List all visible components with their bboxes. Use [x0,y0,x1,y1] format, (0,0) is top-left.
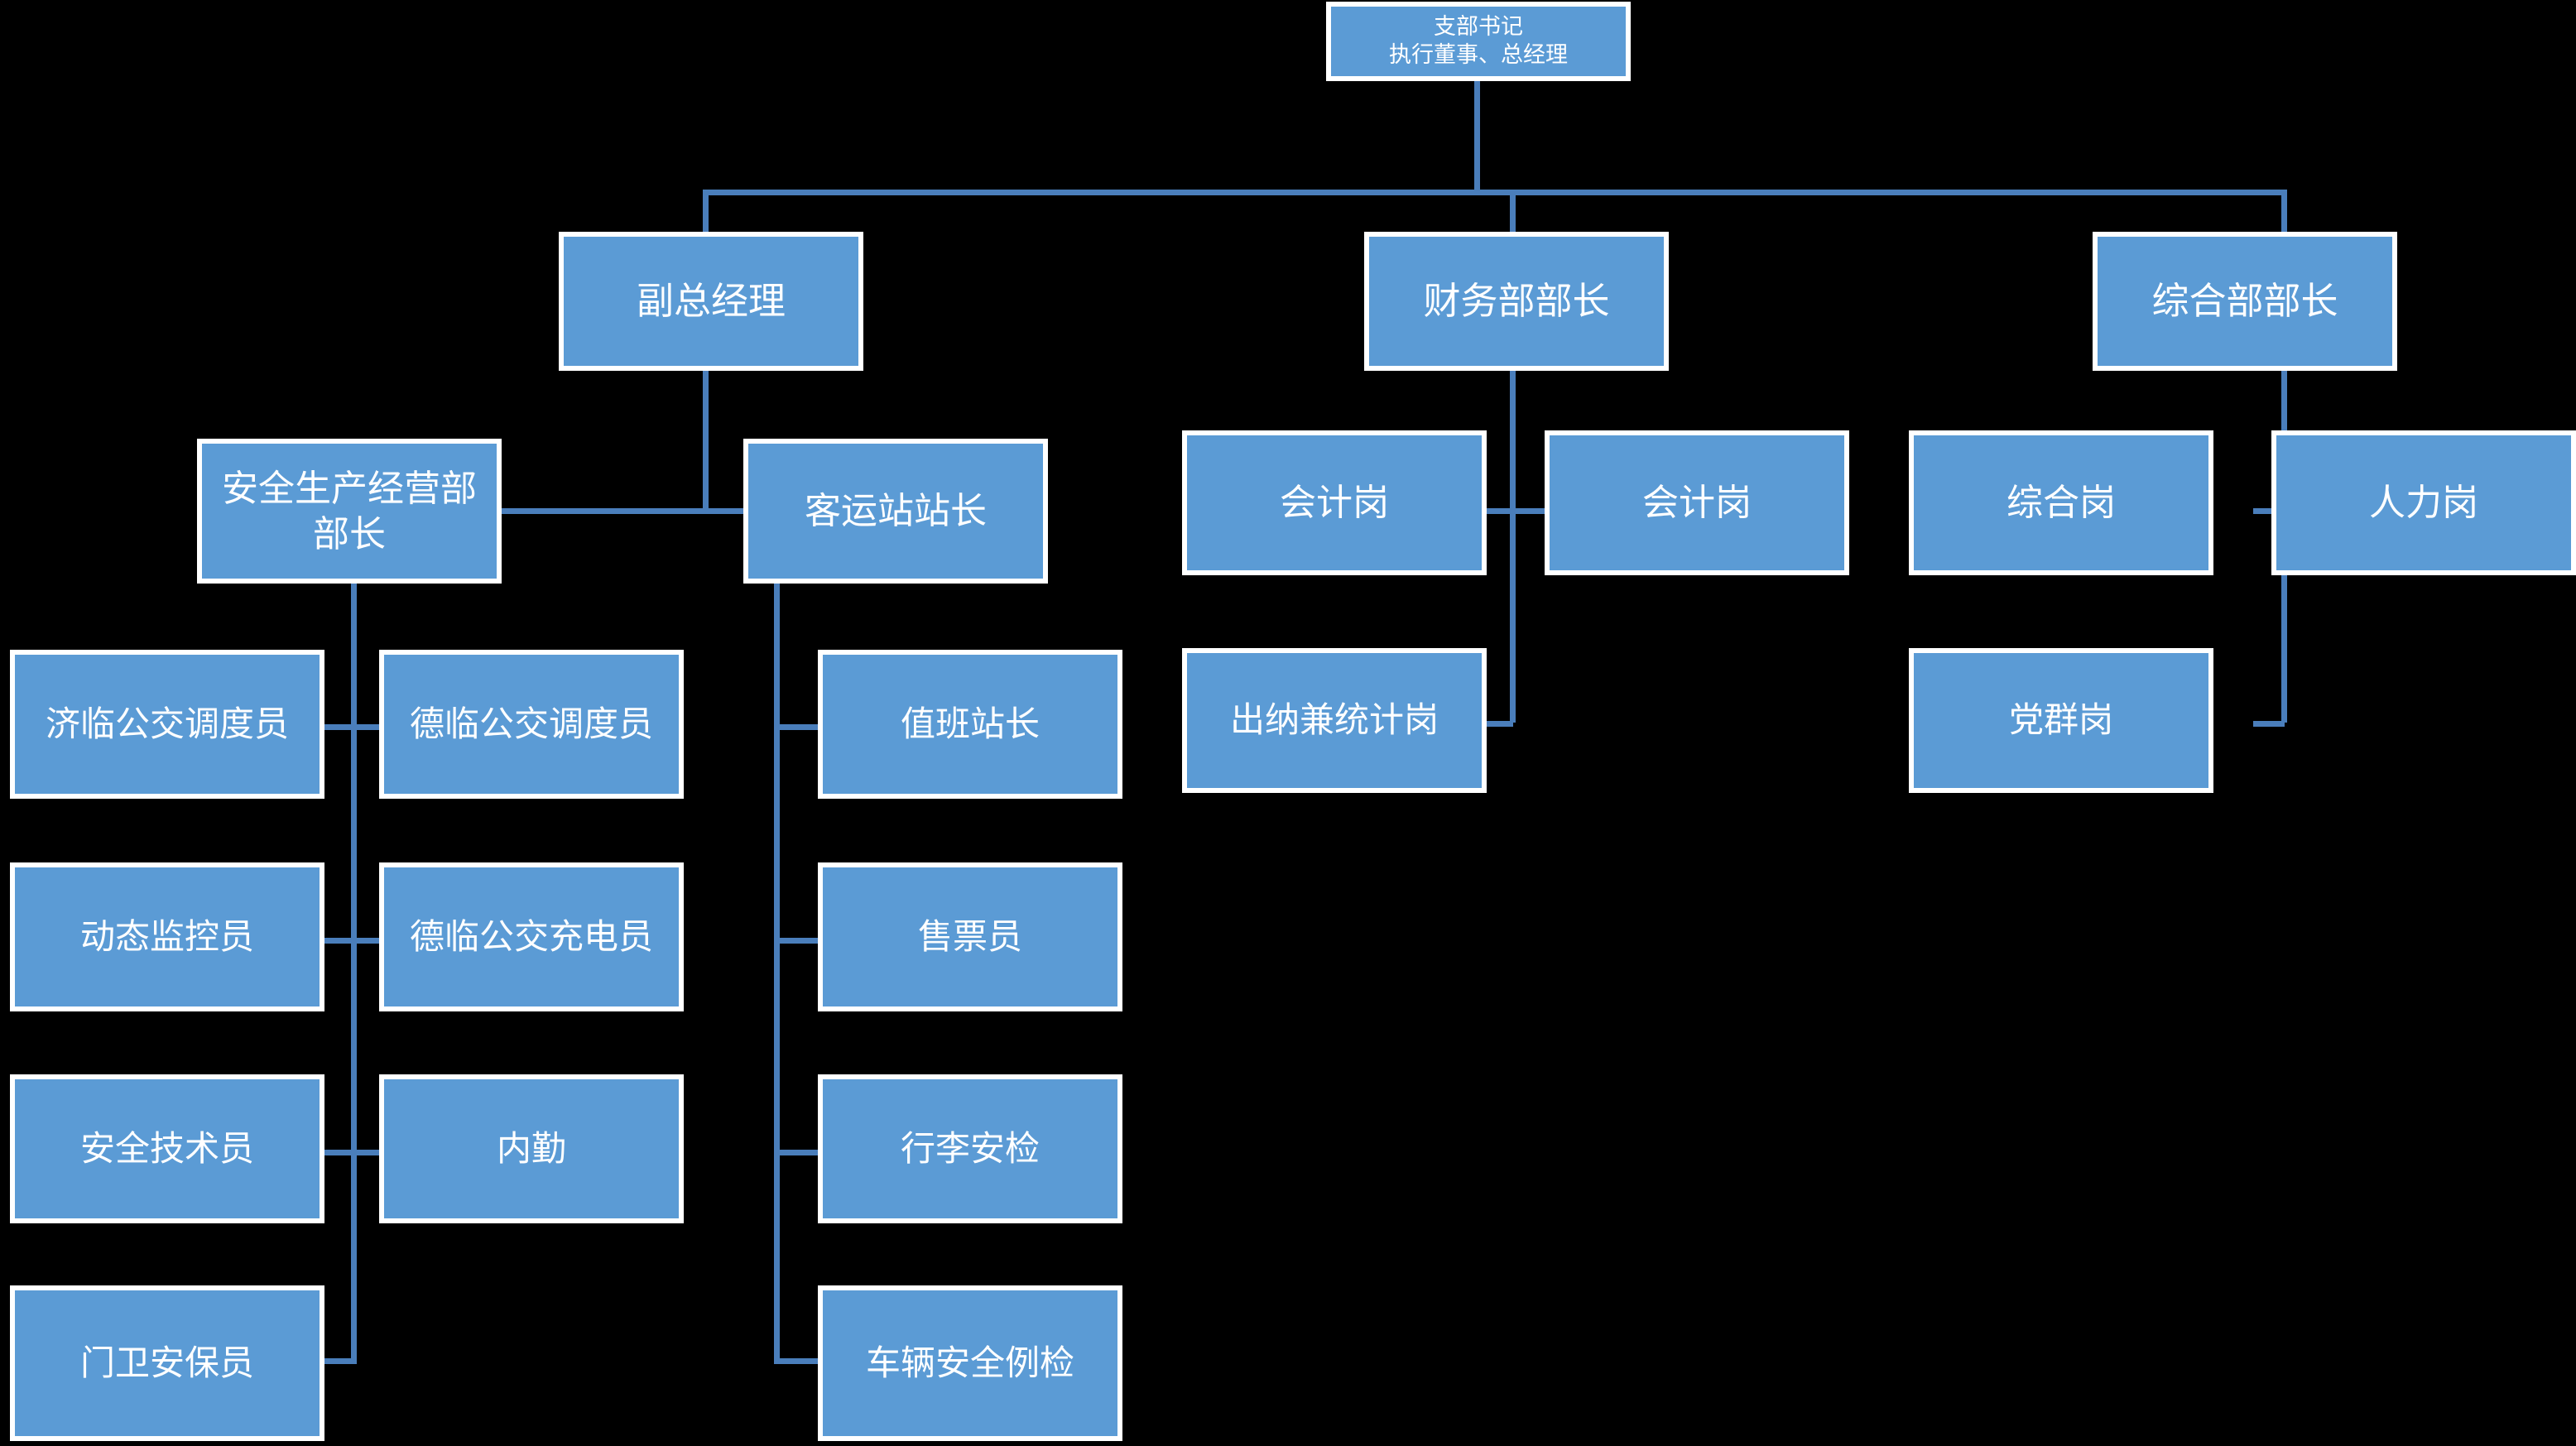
connector-finance-child-row [1482,508,1548,514]
node-finance-head[interactable]: 财务部部长 [1364,232,1669,371]
node-baggage-security-label: 行李安检 [900,1128,1040,1168]
node-hr-post-label: 人力岗 [2369,483,2478,523]
connector-drop-general-head [2281,190,2287,232]
node-root-label: 支部书记 执行董事、总经理 [1389,14,1568,67]
connector-station-child-2 [774,938,826,944]
node-cashier-stat[interactable]: 出纳兼统计岗 [1182,648,1487,793]
node-general-head[interactable]: 综合部部长 [2093,232,2397,371]
node-gate-guard-label: 门卫安保员 [79,1343,254,1382]
connector-root-stem [1474,79,1480,190]
node-finance-head-label: 财务部部长 [1423,279,1610,322]
node-delin-charger-label: 德临公交充电员 [409,916,653,956]
node-deputy-gm-label: 副总经理 [636,279,786,322]
node-general-head-label: 综合部部长 [2151,279,2338,322]
node-accountant-1-label: 会计岗 [1280,483,1389,523]
connector-finance-child-cashier [1482,721,1513,727]
connector-safety-child-4 [321,1358,354,1364]
connector-deputy-gm-branch [499,508,747,514]
node-office-clerk-label: 内勤 [496,1128,566,1168]
node-cashier-stat-label: 出纳兼统计岗 [1229,700,1439,740]
node-safety-dept-head-label: 安全生产经营部部长 [222,468,477,555]
node-safety-technician-label: 安全技术员 [79,1128,254,1168]
connector-station-child-1 [774,724,826,730]
connector-safety-dept-spine [351,584,357,1364]
connector-level2-bus [703,190,2287,195]
connector-general-child-party [2253,721,2285,727]
node-station-master[interactable]: 客运站站长 [743,439,1048,584]
node-ticket-seller-label: 售票员 [917,916,1022,956]
connector-drop-deputy-gm [703,190,709,232]
node-vehicle-safety-check[interactable]: 车辆安全例检 [818,1285,1122,1441]
node-dynamic-monitor[interactable]: 动态监控员 [10,862,324,1011]
node-hr-post[interactable]: 人力岗 [2271,430,2576,575]
node-ticket-seller[interactable]: 售票员 [818,862,1122,1011]
node-accountant-2-label: 会计岗 [1642,483,1752,523]
node-accountant-1[interactable]: 会计岗 [1182,430,1487,575]
node-duty-station-master-label: 值班站长 [900,704,1040,743]
connector-safety-child-1 [321,724,383,730]
node-office-clerk[interactable]: 内勤 [379,1074,684,1223]
connector-drop-finance-head [1510,190,1516,232]
node-party-post-label: 党群岗 [2008,700,2113,740]
connector-station-child-4 [774,1358,826,1364]
connector-finance-spine [1510,371,1516,723]
node-party-post[interactable]: 党群岗 [1909,648,2213,793]
node-general-post-label: 综合岗 [2006,483,2116,523]
node-delin-dispatcher[interactable]: 德临公交调度员 [379,650,684,799]
node-gate-guard[interactable]: 门卫安保员 [10,1285,324,1441]
connector-station-master-spine [774,584,780,1364]
node-station-master-label: 客运站站长 [805,491,987,531]
node-safety-dept-head[interactable]: 安全生产经营部部长 [197,439,502,584]
node-deputy-gm[interactable]: 副总经理 [559,232,863,371]
node-safety-technician[interactable]: 安全技术员 [10,1074,324,1223]
connector-safety-child-2 [321,938,383,944]
node-root[interactable]: 支部书记 执行董事、总经理 [1326,2,1631,81]
node-jilin-dispatcher-label: 济临公交调度员 [45,704,289,743]
connector-deputy-gm-spine [703,371,709,512]
node-baggage-security[interactable]: 行李安检 [818,1074,1122,1223]
connector-safety-child-3 [321,1150,383,1155]
node-accountant-2[interactable]: 会计岗 [1545,430,1849,575]
node-delin-dispatcher-label: 德临公交调度员 [409,704,653,743]
node-delin-charger[interactable]: 德临公交充电员 [379,862,684,1011]
node-duty-station-master[interactable]: 值班站长 [818,650,1122,799]
node-dynamic-monitor-label: 动态监控员 [79,916,254,956]
node-general-post[interactable]: 综合岗 [1909,430,2213,575]
connector-station-child-3 [774,1150,826,1155]
node-vehicle-safety-check-label: 车辆安全例检 [865,1343,1074,1382]
node-jilin-dispatcher[interactable]: 济临公交调度员 [10,650,324,799]
